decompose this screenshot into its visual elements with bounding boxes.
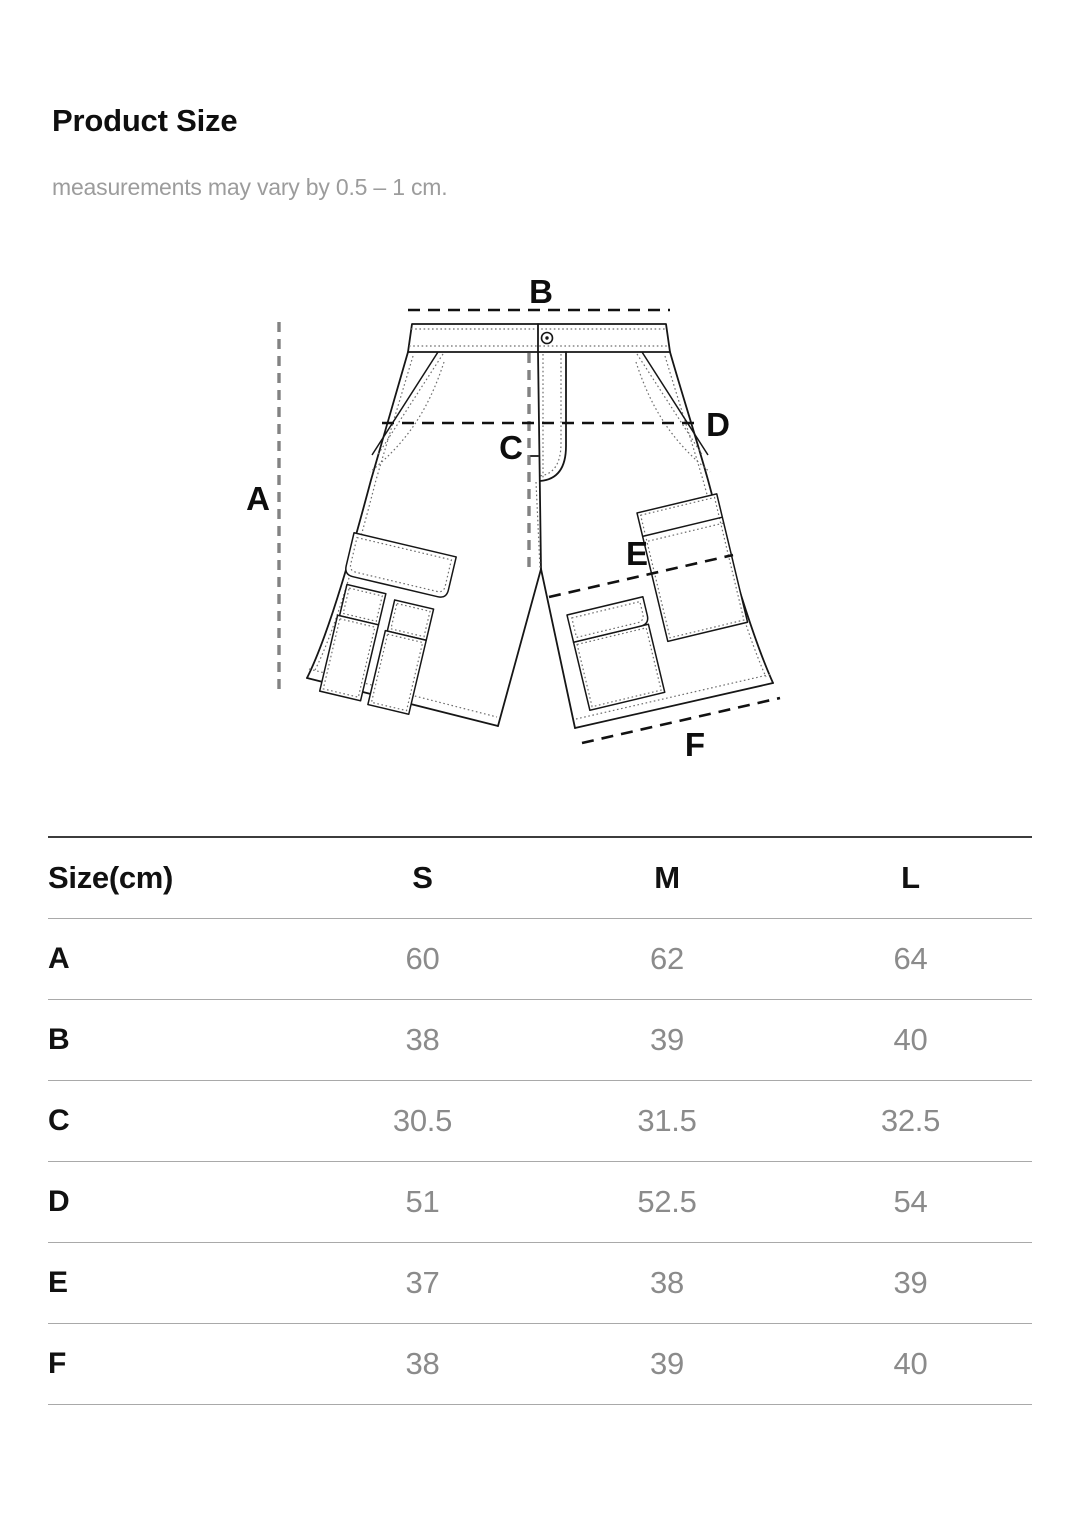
cell-value: 38 — [405, 1022, 440, 1057]
cell-value: 30.5 — [392, 1103, 453, 1138]
table-row: A 60 62 64 — [48, 919, 1032, 1000]
shorts-measurement-diagram: A B C D E F — [246, 273, 781, 763]
waistband — [407, 323, 671, 353]
table-row: E 37 38 39 — [48, 1243, 1032, 1324]
left-slant-pocket — [369, 351, 445, 473]
size-table-header-row: Size(cm) S M L — [48, 837, 1032, 919]
cell-value: 60 — [405, 941, 440, 976]
page-title: Product Size — [52, 103, 238, 138]
right-side-cargo-pocket — [636, 493, 749, 643]
size-table: Size(cm) S M L A 60 62 64 B 38 39 40 C 3… — [48, 836, 1032, 1405]
row-label: E — [48, 1266, 68, 1299]
row-label: B — [48, 1023, 70, 1056]
column-header-m: M — [654, 860, 680, 895]
cell-value: 31.5 — [637, 1103, 697, 1138]
page-subtitle: measurements may vary by 0.5 – 1 cm. — [52, 174, 448, 200]
column-header-l: L — [901, 860, 920, 895]
left-cargo-pocket — [318, 532, 457, 715]
cell-value: 51 — [405, 1184, 440, 1219]
cell-value: 52.5 — [637, 1184, 697, 1219]
column-header-s: S — [412, 860, 433, 895]
cell-value: 39 — [650, 1346, 684, 1381]
dimension-line-f — [581, 696, 781, 745]
cell-value: 39 — [893, 1265, 928, 1300]
table-row: D 51 52.5 54 — [48, 1162, 1032, 1243]
cell-value: 40 — [893, 1022, 928, 1057]
table-row: C 30.5 31.5 32.5 — [48, 1081, 1032, 1162]
row-label: A — [48, 942, 70, 975]
cell-value: 37 — [405, 1265, 440, 1300]
shorts-outline-sketch — [306, 351, 774, 729]
cell-value: 38 — [405, 1346, 440, 1381]
label-f: F — [685, 726, 705, 763]
row-label: C — [48, 1104, 70, 1137]
label-d: D — [706, 406, 730, 443]
cell-value: 39 — [650, 1022, 684, 1057]
row-label: F — [48, 1347, 67, 1380]
right-flap-pocket — [566, 596, 666, 712]
waist-button-icon — [540, 331, 554, 345]
row-label: D — [48, 1185, 70, 1218]
column-header-size: Size(cm) — [48, 860, 174, 895]
cell-value: 40 — [893, 1346, 928, 1381]
label-b: B — [529, 273, 553, 310]
right-slant-pocket — [635, 351, 711, 473]
label-a: A — [246, 480, 270, 517]
table-row: F 38 39 40 — [48, 1324, 1032, 1405]
table-row: B 38 39 40 — [48, 1000, 1032, 1081]
label-e: E — [626, 535, 648, 572]
cell-value: 64 — [893, 941, 928, 976]
cell-value: 54 — [893, 1184, 928, 1219]
fly-stitching — [530, 351, 567, 482]
cell-value: 62 — [650, 941, 684, 976]
cell-value: 38 — [650, 1265, 684, 1300]
label-c: C — [499, 429, 523, 466]
cell-value: 32.5 — [880, 1103, 941, 1138]
size-diagram-figure: A B C D E F — [0, 250, 1080, 810]
dimension-line-e — [548, 553, 734, 599]
